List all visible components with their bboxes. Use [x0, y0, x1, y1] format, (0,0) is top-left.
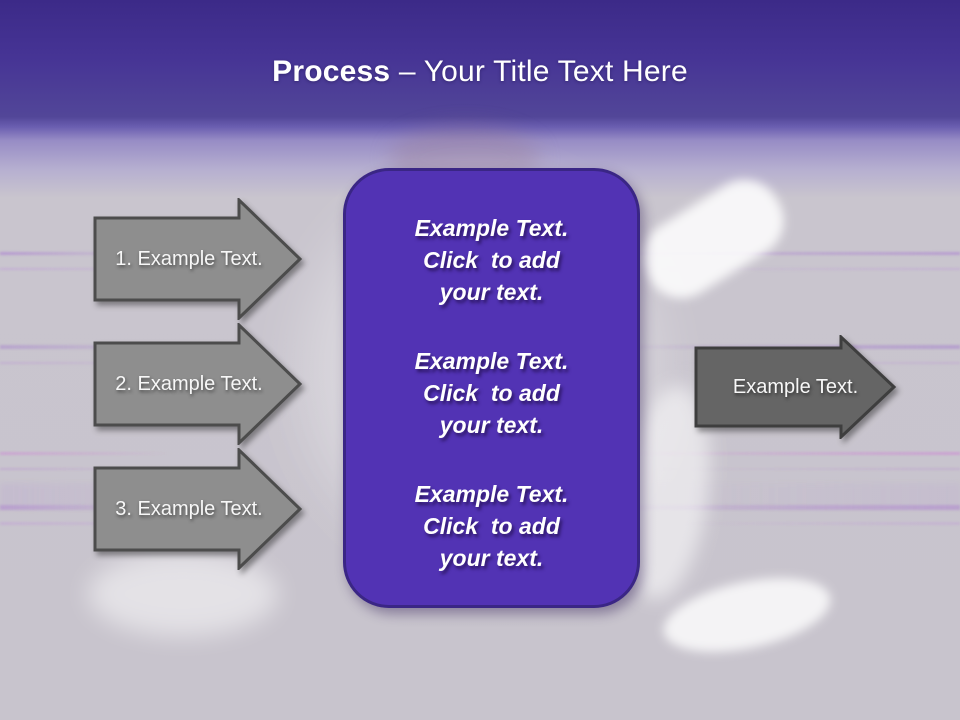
- process-step-arrow-1[interactable]: 1. Example Text.: [93, 198, 303, 320]
- text-line: Example Text.: [414, 348, 569, 374]
- result-arrow-label: Example Text.: [732, 375, 859, 398]
- process-step-3-label: 3. Example Text.: [115, 497, 263, 520]
- text-line: Example Text.: [414, 481, 569, 507]
- text-line: Click to add: [423, 247, 560, 273]
- slide-title-keyword: Process: [272, 55, 391, 88]
- text-line: Click to add: [423, 380, 560, 406]
- center-text-block-2[interactable]: Example Text. Click to add your text.: [346, 345, 637, 441]
- process-step-arrow-2[interactable]: 2. Example Text.: [93, 323, 303, 445]
- slide-title-text: Your Title Text Here: [423, 55, 688, 88]
- center-text-block-1[interactable]: Example Text. Click to add your text.: [346, 212, 637, 308]
- center-text-box[interactable]: Example Text. Click to add your text. Ex…: [343, 168, 640, 608]
- result-arrow[interactable]: Example Text.: [694, 335, 897, 439]
- arrow-right-shape: [93, 323, 303, 445]
- arrow-right-shape: [694, 335, 897, 439]
- text-line: your text.: [439, 279, 544, 305]
- figure-shoe-shape: [656, 565, 838, 665]
- slide-title-separator: –: [390, 55, 424, 88]
- text-line: your text.: [439, 545, 544, 571]
- process-step-1-label: 1. Example Text.: [115, 247, 263, 270]
- process-step-2-label: 2. Example Text.: [115, 372, 263, 395]
- figure-arm-shape: [628, 166, 798, 312]
- arrow-right-shape: [93, 198, 303, 320]
- slide-title[interactable]: Process – Your Title Text Here: [0, 53, 960, 91]
- center-text-block-3[interactable]: Example Text. Click to add your text.: [346, 478, 637, 574]
- process-step-arrow-3[interactable]: 3. Example Text.: [93, 448, 303, 570]
- text-line: Click to add: [423, 513, 560, 539]
- arrow-right-shape: [93, 448, 303, 570]
- text-line: your text.: [439, 412, 544, 438]
- text-line: Example Text.: [414, 215, 569, 241]
